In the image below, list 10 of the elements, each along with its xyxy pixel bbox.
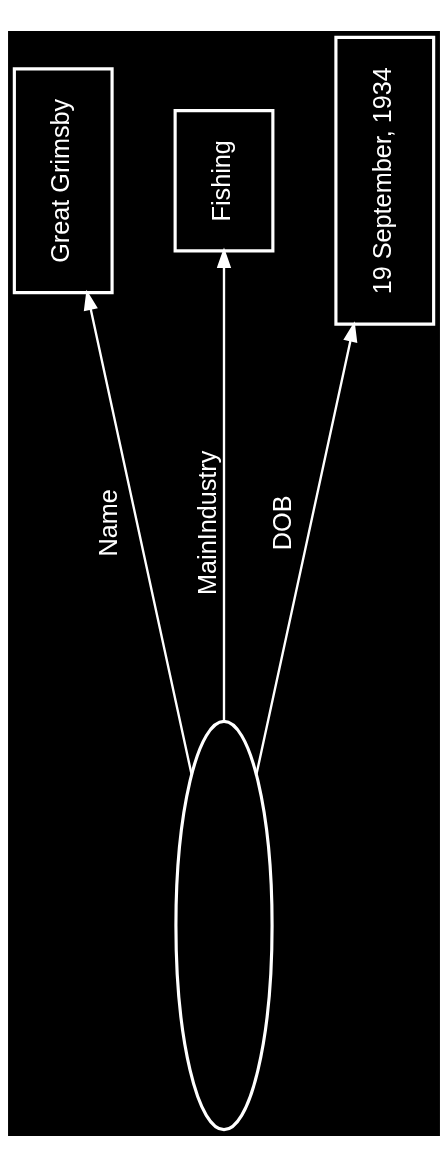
arrow <box>216 246 232 721</box>
node-ellipse <box>174 719 274 1131</box>
arrow <box>255 320 358 775</box>
node-box: Fishing <box>173 108 275 252</box>
arrow <box>83 289 193 775</box>
node-box: 19 September, 1934 <box>334 35 436 326</box>
edge-label: Name <box>93 488 122 556</box>
edge-label: DOB <box>268 494 297 550</box>
edge-label: MainIndustry <box>192 450 221 595</box>
node-box: Great Grimsby <box>12 66 114 294</box>
